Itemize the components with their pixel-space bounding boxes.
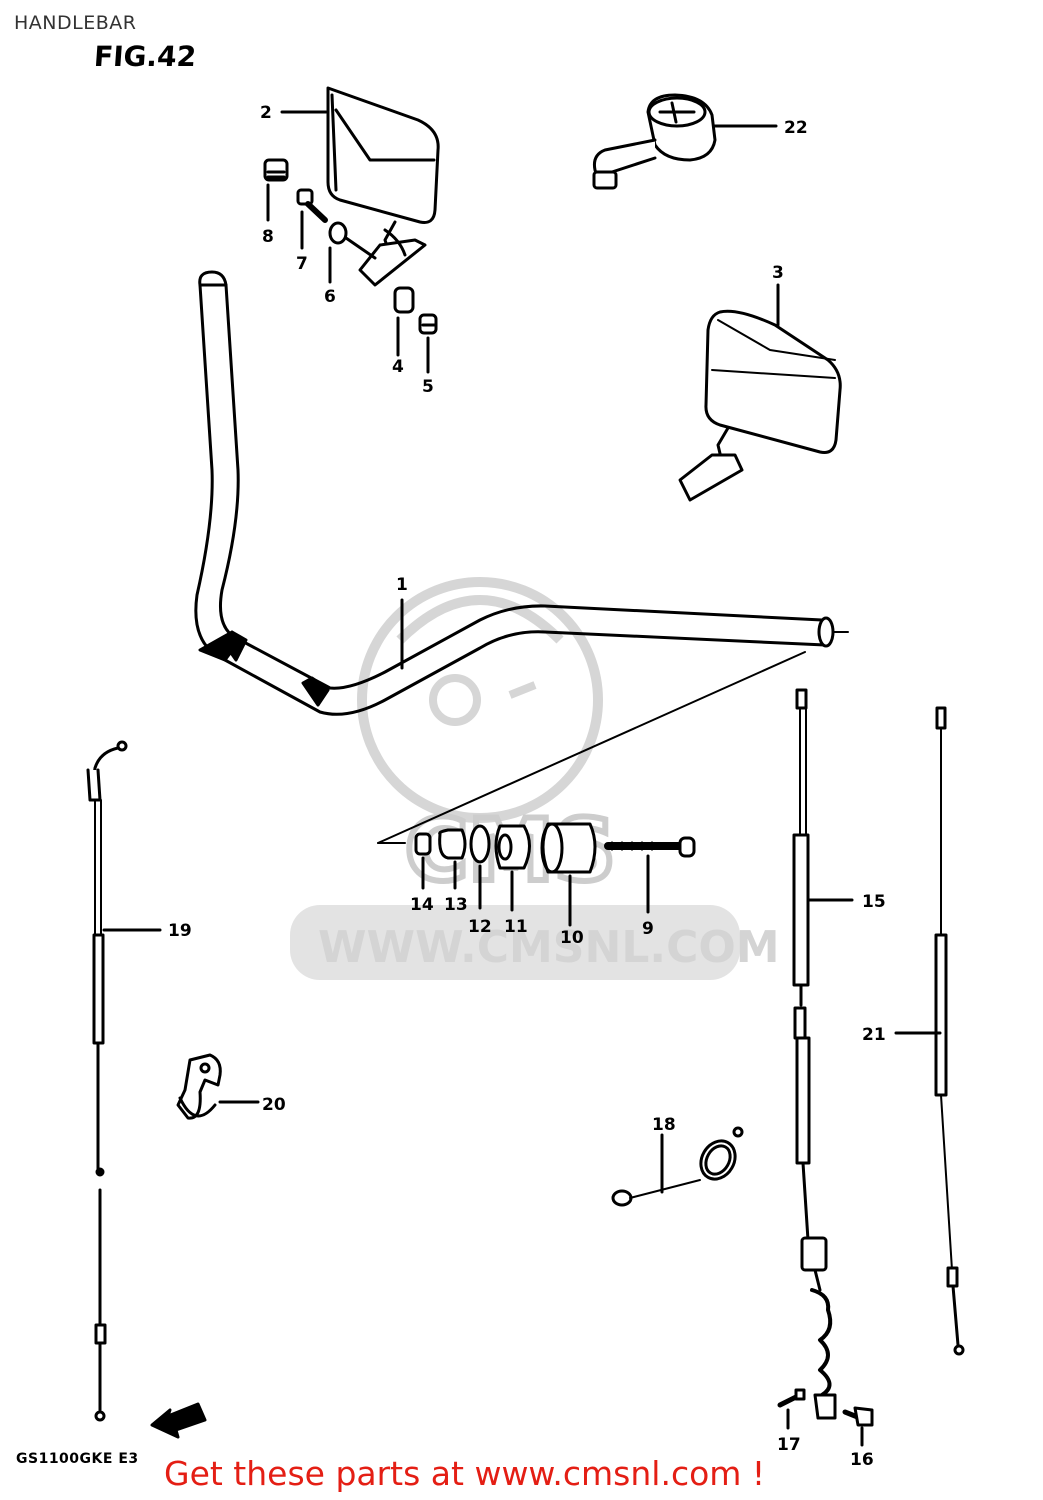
throttle-cable-19 <box>86 740 128 1422</box>
label-part-4: 4 <box>392 357 404 377</box>
label-part-11: 11 <box>504 917 528 937</box>
part-number-labels: 1 2 3 4 5 6 7 8 9 10 11 12 13 14 15 16 1… <box>168 103 886 1470</box>
left-mirror <box>326 86 440 287</box>
screw-17 <box>777 1388 806 1408</box>
label-part-8: 8 <box>262 227 274 247</box>
label-part-5: 5 <box>422 377 434 397</box>
label-part-18: 18 <box>652 1115 676 1135</box>
label-part-7: 7 <box>296 254 308 274</box>
label-part-15: 15 <box>862 892 886 912</box>
washer-6 <box>328 221 377 260</box>
label-part-20: 20 <box>262 1095 286 1115</box>
bottom-banner-link[interactable]: Get these parts at www.cmsnl.com ! <box>164 1454 766 1493</box>
label-part-6: 6 <box>324 287 336 307</box>
label-part-12: 12 <box>468 917 492 937</box>
mirror-adapter-22 <box>592 93 717 190</box>
label-part-10: 10 <box>560 928 584 948</box>
watermark-url: WWW.CMSNL.COM <box>318 922 780 973</box>
handlebar <box>194 270 849 716</box>
model-code: GS1100GKE E3 <box>16 1451 139 1467</box>
label-part-22: 22 <box>784 118 808 138</box>
cable-clamp-20 <box>176 1053 222 1120</box>
cap-8 <box>263 158 289 182</box>
bolt-9 <box>604 836 696 858</box>
bolt-16 <box>842 1406 874 1427</box>
label-part-19: 19 <box>168 921 192 941</box>
collar-13 <box>438 828 467 860</box>
label-part-14: 14 <box>410 895 434 915</box>
label-part-21: 21 <box>862 1025 886 1045</box>
label-part-9: 9 <box>642 919 654 939</box>
rubber-11 <box>494 824 531 870</box>
cable-21 <box>934 706 965 1356</box>
weight-10 <box>540 822 597 874</box>
label-part-1: 1 <box>396 575 408 595</box>
label-part-16: 16 <box>850 1450 874 1470</box>
washer-12 <box>469 824 491 864</box>
nut-14 <box>414 832 432 856</box>
watermark: CMS WWW.CMSNL.COM <box>290 577 780 980</box>
nut-5 <box>418 313 438 335</box>
label-part-2: 2 <box>260 103 272 123</box>
clutch-cable-15 <box>792 688 837 1420</box>
label-part-3: 3 <box>772 263 784 283</box>
right-mirror <box>678 309 842 502</box>
bolt-7 <box>296 188 328 223</box>
spacer-4 <box>393 286 415 314</box>
front-arrow <box>150 1402 207 1439</box>
label-part-17: 17 <box>777 1435 801 1455</box>
page-title: HANDLEBAR <box>14 12 137 34</box>
label-part-13: 13 <box>444 895 468 915</box>
guide-line-upper <box>377 651 806 844</box>
bar-end-assembly <box>414 822 696 874</box>
wire-clip-18 <box>611 1126 744 1207</box>
